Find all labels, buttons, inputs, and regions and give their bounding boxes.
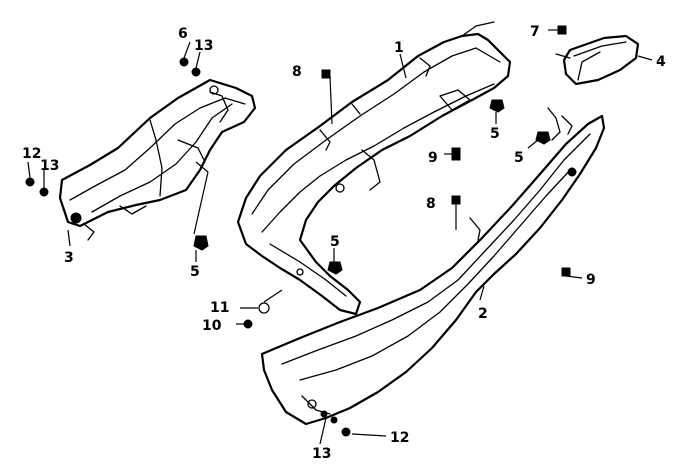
label-13-top: 13 [194,38,213,54]
label-7: 7 [530,24,540,40]
fasteners [25,25,571,437]
label-1: 1 [394,40,404,56]
part-3-left-side-cover [58,78,257,241]
label-10: 10 [202,318,222,334]
label-13-left: 13 [40,158,59,174]
label-5-right: 5 [514,150,524,166]
label-8-mid: 8 [426,196,436,212]
label-12-left: 12 [22,146,41,162]
label-9-right: 9 [586,272,596,288]
label-3: 3 [64,250,74,266]
part-1-rear-center-cover [236,21,512,316]
leader-lines [27,29,653,445]
label-9-mid: 9 [428,150,438,166]
label-2: 2 [478,306,488,322]
label-4: 4 [656,54,666,70]
label-11: 11 [210,300,229,316]
label-8-top: 8 [292,64,302,80]
label-12-bottom: 12 [390,430,409,446]
label-13-bottom: 13 [312,446,331,462]
label-5-left: 5 [190,264,200,280]
label-6: 6 [178,26,188,42]
part-4-rear-cap [555,34,640,86]
part-labels: 1 2 3 4 5 5 5 5 6 7 8 8 9 9 10 11 12 12 … [22,24,666,462]
label-5-upper: 5 [490,126,500,142]
label-5-center: 5 [330,234,340,250]
